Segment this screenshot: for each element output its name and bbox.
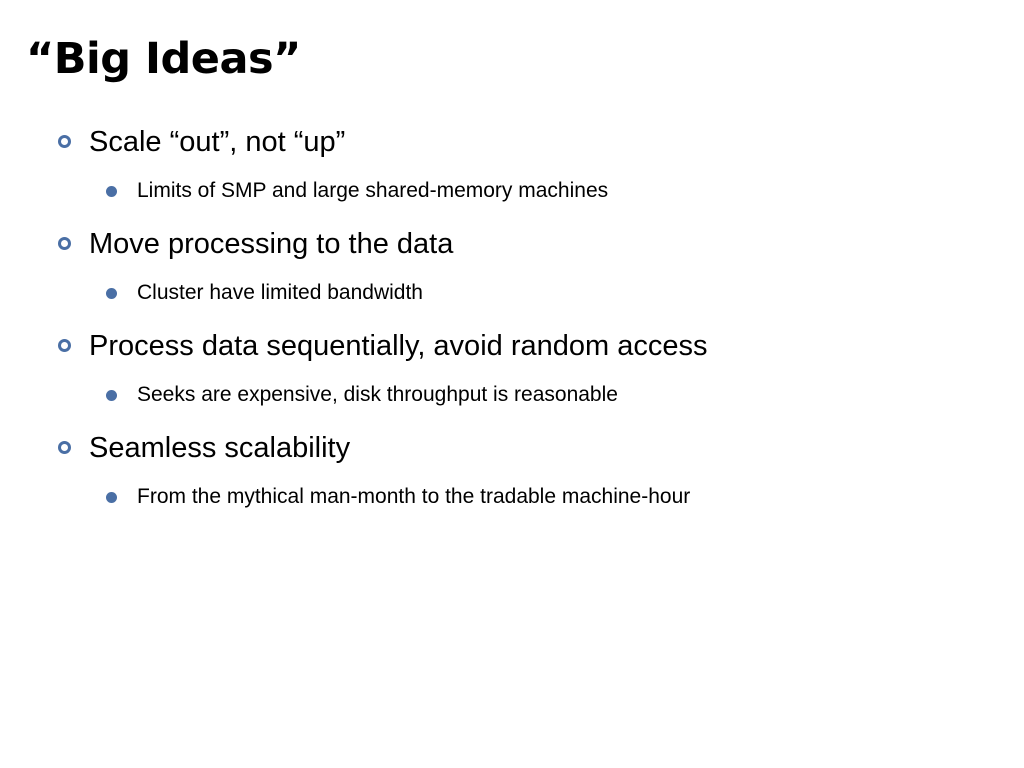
list-item-level2-label: From the mythical man-month to the trada…	[137, 485, 691, 508]
list-item-level1-label: Process data sequentially, avoid random …	[89, 330, 708, 362]
bullet-group: Move processing to the data Cluster have…	[0, 224, 1024, 326]
filled-circle-bullet-icon	[106, 390, 117, 401]
list-item-level2[interactable]: Seeks are expensive, disk throughput is …	[0, 378, 1024, 428]
hollow-circle-bullet-icon	[58, 237, 71, 250]
hollow-circle-bullet-icon	[58, 339, 71, 352]
list-item-level2-label: Seeks are expensive, disk throughput is …	[137, 383, 618, 406]
list-item-level2[interactable]: From the mythical man-month to the trada…	[0, 480, 1024, 530]
list-item-level1-label: Move processing to the data	[89, 228, 454, 260]
hollow-circle-bullet-icon	[58, 441, 71, 454]
filled-circle-bullet-icon	[106, 186, 117, 197]
page-title: “Big Ideas”	[26, 34, 301, 84]
hollow-circle-bullet-icon	[58, 135, 71, 148]
list-item-level1-label: Scale “out”, not “up”	[89, 126, 346, 158]
filled-circle-bullet-icon	[106, 492, 117, 503]
list-item-level2[interactable]: Limits of SMP and large shared-memory ma…	[0, 174, 1024, 224]
bullet-group: Process data sequentially, avoid random …	[0, 326, 1024, 428]
bullet-list: Scale “out”, not “up” Limits of SMP and …	[0, 122, 1024, 530]
bullet-group: Seamless scalability From the mythical m…	[0, 428, 1024, 530]
list-item-level1[interactable]: Seamless scalability	[0, 428, 1024, 480]
list-item-level2[interactable]: Cluster have limited bandwidth	[0, 276, 1024, 326]
filled-circle-bullet-icon	[106, 288, 117, 299]
list-item-level1[interactable]: Move processing to the data	[0, 224, 1024, 276]
list-item-level1[interactable]: Process data sequentially, avoid random …	[0, 326, 1024, 378]
bullet-group: Scale “out”, not “up” Limits of SMP and …	[0, 122, 1024, 224]
list-item-level2-label: Limits of SMP and large shared-memory ma…	[137, 179, 609, 202]
list-item-level2-label: Cluster have limited bandwidth	[137, 281, 423, 304]
list-item-level1-label: Seamless scalability	[89, 432, 351, 464]
list-item-level1[interactable]: Scale “out”, not “up”	[0, 122, 1024, 174]
